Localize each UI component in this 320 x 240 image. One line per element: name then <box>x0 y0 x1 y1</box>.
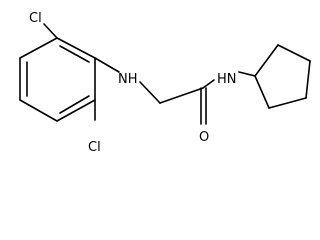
cyclopentane-ring <box>254 44 311 109</box>
ring-bond-3 <box>56 99 96 122</box>
ring-bond-6 <box>19 37 58 59</box>
benzene-ring <box>19 37 96 122</box>
cyclopentane-bond-5 <box>254 75 270 109</box>
bond-carbonyl-to-amide-n <box>202 79 215 89</box>
bond-ring-to-cl-top <box>43 23 58 39</box>
ring-bond-1 <box>56 37 96 59</box>
chemical-structure-diagram: Cl Cl NH HN O <box>19 11 311 155</box>
structure-svg: Cl Cl NH HN O <box>19 11 311 155</box>
chlorine-bottom-label: Cl <box>88 140 101 155</box>
chlorine-top-label: Cl <box>29 11 42 26</box>
ring-double-bond-2 <box>59 95 90 114</box>
amide-nh-label: HN <box>217 72 237 87</box>
cyclopentane-bond-1 <box>254 44 279 77</box>
bond-ch2-to-carbonyl <box>159 87 204 104</box>
cyclopentane-bond-2 <box>277 44 311 62</box>
ring-double-bond-1 <box>59 45 90 63</box>
bond-ring-to-nh <box>94 57 120 73</box>
bond-amide-n-to-cyclopentyl <box>238 71 256 77</box>
cyclopentane-bond-3 <box>305 60 311 99</box>
ring-bond-4 <box>19 99 58 122</box>
amine-nh-label: NH <box>118 72 138 87</box>
bond-nh-to-ch2 <box>139 81 161 104</box>
cyclopentane-bond-4 <box>268 97 307 109</box>
carbonyl-o-label: O <box>199 130 209 145</box>
